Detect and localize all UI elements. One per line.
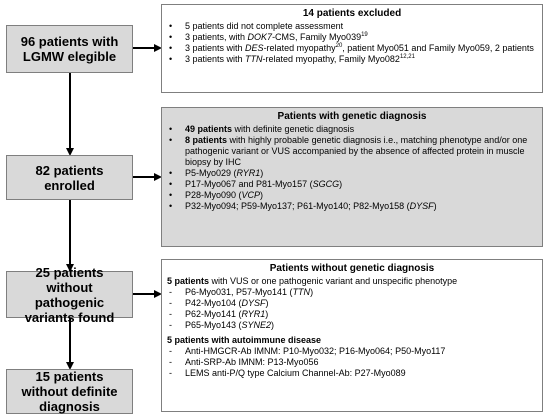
with-diag-item: P5-Myo029 (RYR1)	[167, 168, 537, 179]
vus-heading: 5 patients with VUS or one pathogenic va…	[167, 276, 458, 286]
excluded-item: 5 patients did not complete assessment	[167, 21, 537, 32]
excluded-box: 14 patients excluded 5 patients did not …	[161, 4, 543, 93]
excluded-item: 3 patients with DES-related myopathy20, …	[167, 43, 537, 54]
autoimmune-list: Anti-HMGCR-Ab IMNM: P10-Myo032; P16-Myo0…	[167, 346, 537, 379]
excluded-title: 14 patients excluded	[302, 8, 402, 19]
vus-list: P6-Myo031, P57-Myo141 (TTN) P42-Myo104 (…	[167, 287, 537, 331]
with-diag-title: Patients with genetic diagnosis	[277, 111, 427, 122]
eligible-text: 96 patients with LGMW elegible	[20, 34, 119, 64]
without-diag-title: Patients without genetic diagnosis	[269, 263, 435, 274]
autoimmune-heading: 5 patients with autoimmune disease	[167, 335, 322, 345]
no-definite-text: 15 patients without definite diagnosis	[21, 369, 118, 414]
enrolled-box: 82 patients enrolled	[6, 155, 133, 200]
with-genetic-diagnosis-box: Patients with genetic diagnosis 49 patie…	[161, 107, 543, 247]
enrolled-text: 82 patients enrolled	[35, 162, 104, 193]
with-diag-item: 49 patients with definite genetic diagno…	[167, 124, 537, 135]
autoimmune-item: Anti-HMGCR-Ab IMNM: P10-Myo032; P16-Myo0…	[167, 346, 537, 357]
excluded-list: 5 patients did not complete assessment 3…	[167, 21, 537, 65]
excluded-item: 3 patients with TTN-related myopathy, Fa…	[167, 54, 537, 65]
vus-item: P65-Myo143 (SYNE2)	[167, 320, 537, 331]
no-pathogenic-text: 25 patients without pathogenic variants …	[24, 264, 115, 325]
vus-item: P6-Myo031, P57-Myo141 (TTN)	[167, 287, 537, 298]
with-diag-item: 8 patients with highly probable genetic …	[167, 135, 537, 168]
vus-item: P62-Myo141 (RYR1)	[167, 309, 537, 320]
with-diag-list: 49 patients with definite genetic diagno…	[167, 124, 537, 212]
no-definite-diagnosis-box: 15 patients without definite diagnosis	[6, 369, 133, 414]
enrollment-eligible-box: 96 patients with LGMW elegible	[6, 25, 133, 73]
vus-item: P42-Myo104 (DYSF)	[167, 298, 537, 309]
no-pathogenic-variants-box: 25 patients without pathogenic variants …	[6, 265, 133, 325]
excluded-item: 3 patients, with DOK7-CMS, Family Myo039…	[167, 32, 537, 43]
autoimmune-item: LEMS anti-P/Q type Calcium Channel-Ab: P…	[167, 368, 537, 379]
without-genetic-diagnosis-box: Patients without genetic diagnosis 5 pat…	[161, 259, 543, 412]
with-diag-item: P17-Myo067 and P81-Myo157 (SGCG)	[167, 179, 537, 190]
autoimmune-item: Anti-SRP-Ab IMNM: P13-Myo056	[167, 357, 537, 368]
with-diag-item: P28-Myo090 (VCP)	[167, 190, 537, 201]
with-diag-item: P32-Myo094; P59-Myo137; P61-Myo140; P82-…	[167, 201, 537, 212]
